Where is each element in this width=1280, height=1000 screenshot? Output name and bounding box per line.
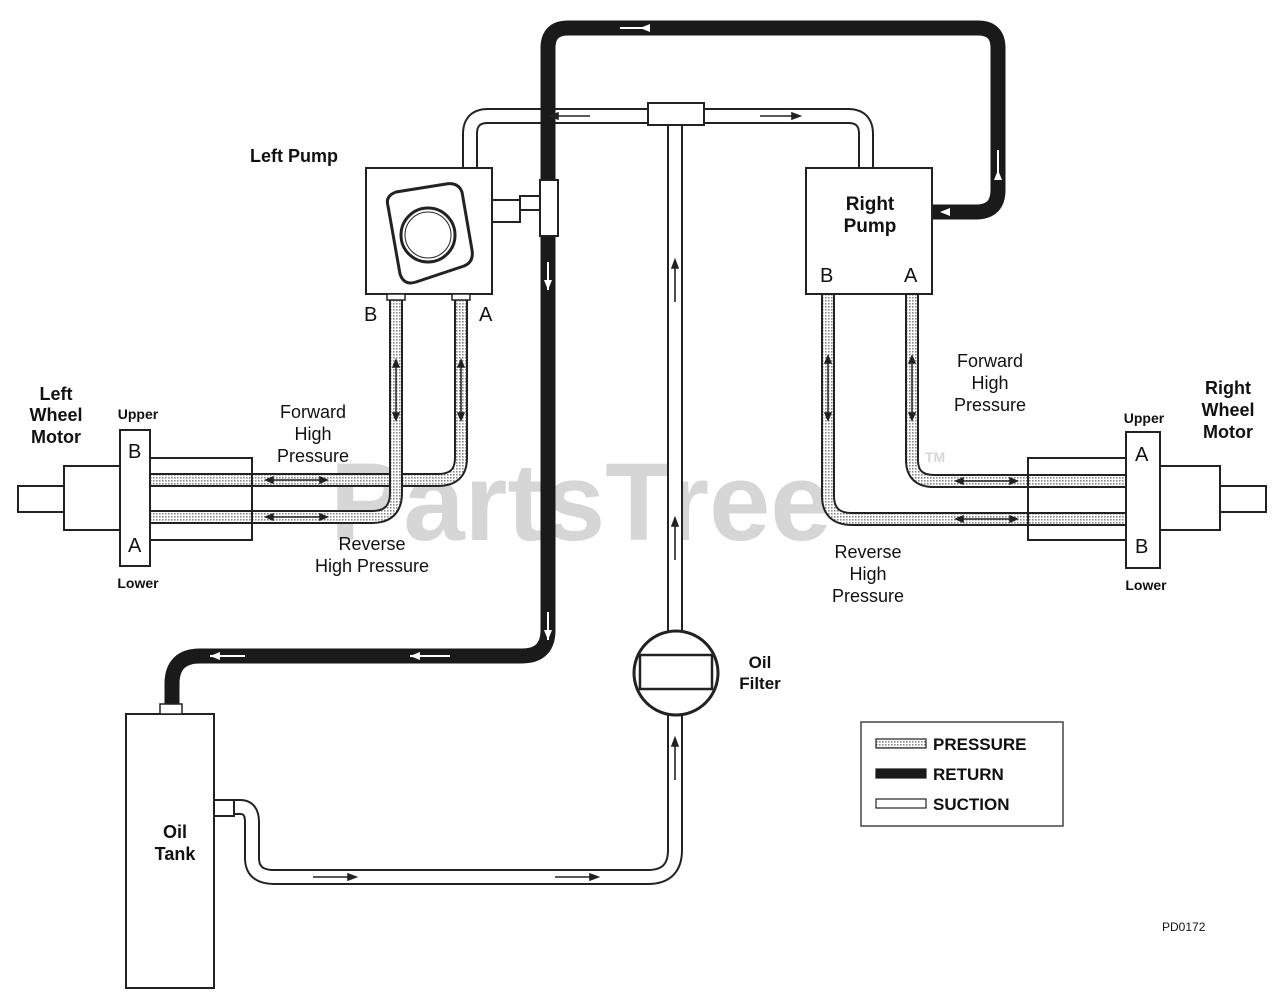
left-pump-return-fitting (491, 199, 521, 223)
watermark-tm: TM (925, 449, 945, 465)
suction-line-tee-to-left-pump (462, 108, 660, 170)
right-pump-port-b: B (820, 265, 833, 287)
watermark: PartsTree (330, 441, 831, 564)
left-motor-port-b: B (128, 441, 141, 463)
legend-swatch-suction (875, 798, 927, 809)
left-reverse-line-1: Reverse (338, 534, 405, 554)
tank-outlet-elbow (213, 799, 235, 817)
right-motor-label-2: Wheel (1201, 400, 1254, 420)
diagram-id: PD0172 (1162, 920, 1206, 934)
right-pump-label-2: Pump (844, 216, 897, 237)
left-forward-line-1: Forward (280, 402, 346, 422)
oil-filter (632, 629, 720, 717)
suction-tee (647, 102, 705, 126)
right-reverse-line-2: High (849, 564, 886, 584)
legend-swatch-pressure (875, 738, 927, 749)
left-motor-upper: Upper (118, 406, 159, 422)
right-wheel-motor (1027, 431, 1267, 569)
oil-tank-label-2: Tank (155, 844, 197, 864)
left-motor-label-1: Left (40, 384, 73, 404)
left-pump-port-a: A (479, 304, 493, 326)
right-motor-port-b: B (1135, 536, 1148, 558)
right-forward-line-2: High (971, 373, 1008, 393)
pressure-line-right-a (905, 295, 1146, 488)
left-forward-line-3: Pressure (277, 446, 349, 466)
right-reverse-line-3: Pressure (832, 586, 904, 606)
oil-tank-label-1: Oil (163, 822, 187, 842)
right-motor-upper: Upper (1124, 410, 1165, 426)
left-pump-label: Left Pump (250, 146, 338, 166)
suction-line-tank-to-filter (232, 712, 683, 885)
right-motor-label-1: Right (1205, 378, 1251, 398)
left-reverse-line-2: High Pressure (315, 556, 429, 576)
oil-filter-label-1: Oil (749, 653, 772, 672)
suction-flow-arrows (313, 111, 803, 882)
left-pump-port-b: B (364, 304, 377, 326)
oil-filter-label-2: Filter (739, 674, 781, 693)
legend-label-suction: SUCTION (933, 795, 1010, 814)
right-motor-lower: Lower (1125, 577, 1167, 593)
return-lines (164, 20, 1006, 705)
left-forward-line-2: High (294, 424, 331, 444)
right-pump (805, 167, 933, 295)
left-motor-label-2: Wheel (29, 405, 82, 425)
legend-label-pressure: PRESSURE (933, 735, 1027, 754)
left-pump (365, 167, 493, 301)
legend-swatch-return (875, 768, 927, 779)
right-pump-port-a: A (904, 265, 918, 287)
right-motor-port-a: A (1135, 444, 1149, 466)
legend: PRESSURE RETURN SUCTION (860, 721, 1064, 827)
left-motor-label-3: Motor (31, 427, 81, 447)
left-reverse-annotation: Reverse High Pressure (315, 534, 429, 576)
right-reverse-annotation: Reverse High Pressure (832, 542, 904, 606)
left-motor-port-a: A (128, 535, 142, 557)
suction-line-tee-to-right-pump (690, 108, 874, 170)
return-line-right-pump-loop (164, 20, 1006, 705)
left-wheel-motor (17, 429, 253, 567)
right-reverse-line-1: Reverse (834, 542, 901, 562)
right-pump-label-1: Right (846, 194, 895, 215)
pressure-lines (135, 295, 1146, 526)
right-forward-annotation: Forward High Pressure (954, 351, 1026, 415)
oil-tank (125, 703, 215, 989)
left-motor-lower: Lower (117, 575, 159, 591)
right-forward-line-1: Forward (957, 351, 1023, 371)
left-forward-annotation: Forward High Pressure (277, 402, 349, 466)
legend-label-return: RETURN (933, 765, 1004, 784)
right-forward-line-3: Pressure (954, 395, 1026, 415)
right-motor-label-3: Motor (1203, 422, 1253, 442)
